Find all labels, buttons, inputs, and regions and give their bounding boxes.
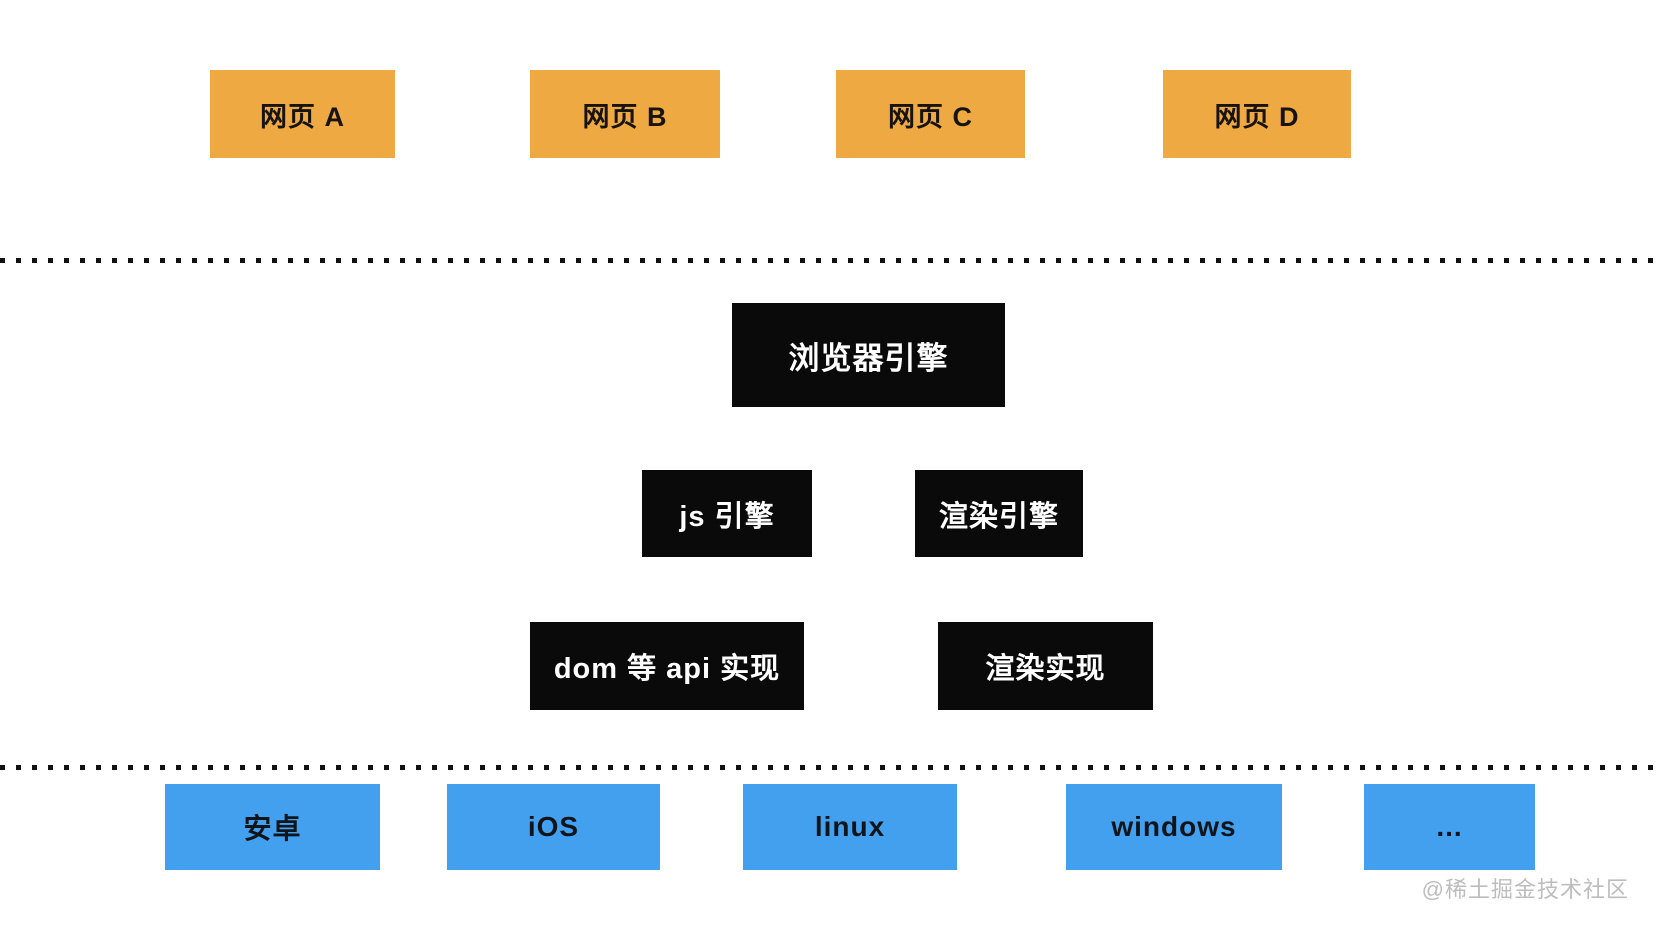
web-page-a-box: 网页 A [210,70,395,158]
watermark: @稀土掘金技术社区 [1421,877,1629,902]
dom-api-impl-box: dom 等 api 实现 [530,622,804,710]
web-page-d-box: 网页 D [1163,70,1351,158]
js-engine-box: js 引擎 [642,470,812,557]
layer-divider-bottom [0,765,1656,770]
layer-divider-top [0,258,1656,263]
browser-engine-box: 浏览器引擎 [732,303,1005,407]
platform-box-linux: linux [743,784,957,870]
platform-box-ios: iOS [447,784,660,870]
web-page-c-box: 网页 C [836,70,1025,158]
platform-box-android: 安卓 [165,784,380,870]
platform-box-ellipsis: ... [1364,784,1535,870]
platform-box-windows: windows [1066,784,1282,870]
render-impl-box: 渲染实现 [938,622,1153,710]
web-page-b-box: 网页 B [530,70,720,158]
render-engine-box: 渲染引擎 [915,470,1083,557]
